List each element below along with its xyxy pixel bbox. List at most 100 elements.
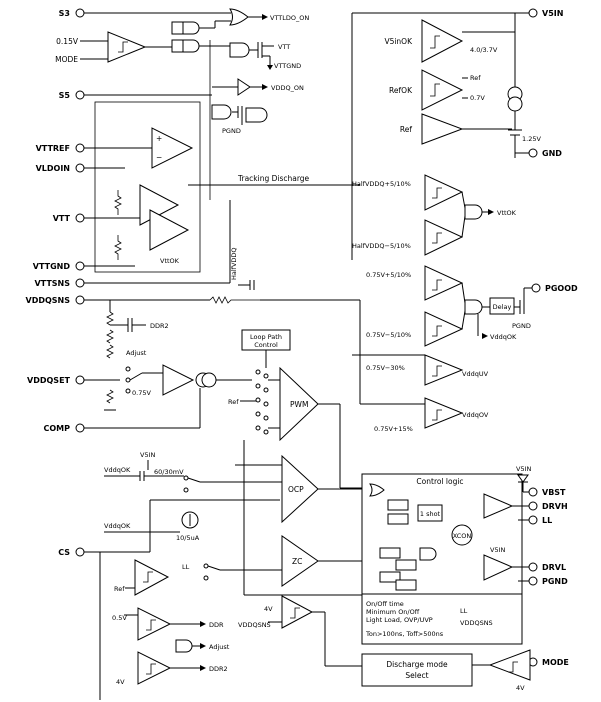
gm-amplifier-circle-2: [201, 372, 217, 388]
block-delay: [489, 297, 515, 315]
label-125v: 1.25V: [522, 135, 541, 143]
label-ll-switch: LL: [182, 563, 190, 571]
comparator-vddqsns: [281, 595, 314, 629]
latch-6: [395, 579, 417, 591]
latch-3: [379, 547, 401, 559]
gate-and-pgnd: [211, 104, 232, 120]
amplifier-cs: [134, 559, 170, 596]
pin-vttsns[interactable]: [75, 278, 85, 288]
pin-vtt-label: VTT: [53, 214, 71, 223]
label-vttgnd-fet: VTTGND: [274, 62, 301, 70]
label-vddqok-b: VddqOK: [104, 522, 131, 530]
powergood-section: HalfVDDQ+5/10% HalfVDDQ−5/10% VttOK 0.75…: [352, 174, 532, 433]
label-vttok-inner: VttOK: [160, 257, 180, 265]
label-ll-in: LL: [460, 607, 468, 615]
supervisor-section: V5inOK 4.0/3.7V RefOK Ref 0.7V Ref 1.25V: [351, 12, 541, 260]
comparator-uv: [424, 354, 464, 386]
pin-vttgnd-label: VTTGND: [33, 262, 71, 271]
label-adjust-top: Adjust: [126, 349, 147, 357]
pin-pgnd[interactable]: [528, 576, 538, 586]
gate-and-vtt: [229, 42, 250, 58]
pin-mode-label: MODE: [542, 658, 569, 667]
gate-and-adjust: [175, 639, 193, 653]
latch-1: [387, 499, 409, 511]
label-vddqok-out: VddqOK: [490, 333, 517, 341]
pin-v5in-label: V5IN: [542, 9, 563, 18]
label-075v-set: 0.75V: [132, 389, 151, 397]
label-4v-mode: 4V: [516, 684, 525, 692]
label-05v: 0.5V: [112, 614, 127, 622]
ocp-zc-section: V5IN VddqOK 60/30mV VddqOK 10/5uA OCP Re…: [84, 451, 372, 596]
ddr-select-section: 0.5V DDR Adjust 4V DDR2 4V VDDQSNS: [99, 552, 362, 700]
pin-comp[interactable]: [75, 423, 85, 433]
label-015v: 0.15V: [56, 37, 79, 46]
left-pins: S3 S5 VTTREF VLDOIN VTT VTTGND VTTSNS VD…: [26, 8, 85, 557]
resistor-div-4: [106, 389, 114, 404]
gate-or-vttldo: [229, 8, 249, 26]
pin-cs[interactable]: [75, 547, 85, 557]
comparator-mode: [107, 31, 147, 63]
gate-and-4: [182, 39, 200, 53]
label-ddr2-out: DDR2: [209, 665, 228, 673]
driver-low: [483, 554, 514, 581]
comparator-v5inok: [421, 19, 464, 63]
label-pgnd-pg: PGND: [512, 322, 531, 330]
label-ocp: OCP: [288, 485, 304, 494]
gate-and-vttok: [464, 204, 483, 220]
pin-pgood-label: PGOOD: [545, 284, 578, 293]
label-control-logic: Control logic: [416, 477, 463, 486]
pin-vbst[interactable]: [528, 487, 538, 497]
pin-drvl[interactable]: [528, 562, 538, 572]
latch-5: [379, 571, 401, 583]
pin-drvh[interactable]: [528, 501, 538, 511]
label-4v-a: 4V: [116, 678, 125, 686]
pin-pgood[interactable]: [531, 283, 541, 293]
pin-vttgnd[interactable]: [75, 261, 85, 271]
pin-drvh-label: DRVH: [542, 502, 568, 511]
label-ddr-out: DDR: [209, 621, 224, 629]
label-vddqov: VddqOV: [462, 411, 489, 419]
comparator-vddq-low: [424, 311, 464, 347]
pin-vldoin[interactable]: [75, 163, 85, 173]
label-vttldo-on: VTTLDO_ON: [270, 14, 309, 22]
resistor-ldo-2: [114, 235, 122, 260]
label-vddqsns-in: VDDQSNS: [238, 621, 271, 629]
label-vddq-on: VDDQ_ON: [271, 84, 304, 92]
amplifier-vddqset: [162, 364, 195, 396]
label-vtt-fet: VTT: [278, 43, 290, 51]
pin-s3[interactable]: [75, 8, 85, 18]
label-timing-2: Minimum On/Off: [366, 608, 420, 616]
vddqset-section: DDR2 Adjust 0.75V: [84, 300, 252, 429]
pin-gnd[interactable]: [528, 148, 538, 158]
label-1-shot: 1 shot: [420, 510, 441, 518]
pin-vttref-label: VTTREF: [36, 144, 70, 153]
current-source-bandgap-2: [507, 96, 523, 112]
comparator-vtt-high: [424, 174, 464, 211]
gate-or-ocp: [369, 483, 385, 497]
gate-and-lowside: [419, 547, 437, 561]
label-ref-r: Ref: [470, 74, 481, 82]
pin-ll[interactable]: [528, 515, 538, 525]
pin-vttref[interactable]: [75, 143, 85, 153]
pin-vddqsns[interactable]: [75, 295, 85, 305]
label-delay: Delay: [493, 303, 512, 311]
comparator-refok: [421, 69, 464, 111]
pin-vldoin-label: VLDOIN: [36, 164, 70, 173]
label-vddqsns-t: VDDQSNS: [460, 619, 493, 627]
pin-v5in[interactable]: [528, 8, 538, 18]
pin-ll-label: LL: [542, 516, 552, 525]
label-halfvddq-minus: HalfVDDQ−5/10%: [352, 242, 411, 250]
resistor-div-3: [106, 344, 114, 359]
label-vttok-out: VttOK: [497, 209, 517, 217]
comparator-mode-right: [488, 649, 531, 681]
sign-plus: +: [156, 134, 162, 143]
resistor-div-2: [106, 329, 114, 344]
label-timing-1: On/Off time: [366, 600, 404, 608]
label-v5in-cs: V5IN: [140, 451, 155, 459]
label-halfvddq: HalfVDDQ: [230, 247, 238, 280]
pin-vtt[interactable]: [75, 213, 85, 223]
pin-gnd-label: GND: [542, 149, 562, 158]
pin-s5[interactable]: [75, 90, 85, 100]
pin-vddqset[interactable]: [75, 375, 85, 385]
sign-minus: −: [156, 153, 162, 162]
